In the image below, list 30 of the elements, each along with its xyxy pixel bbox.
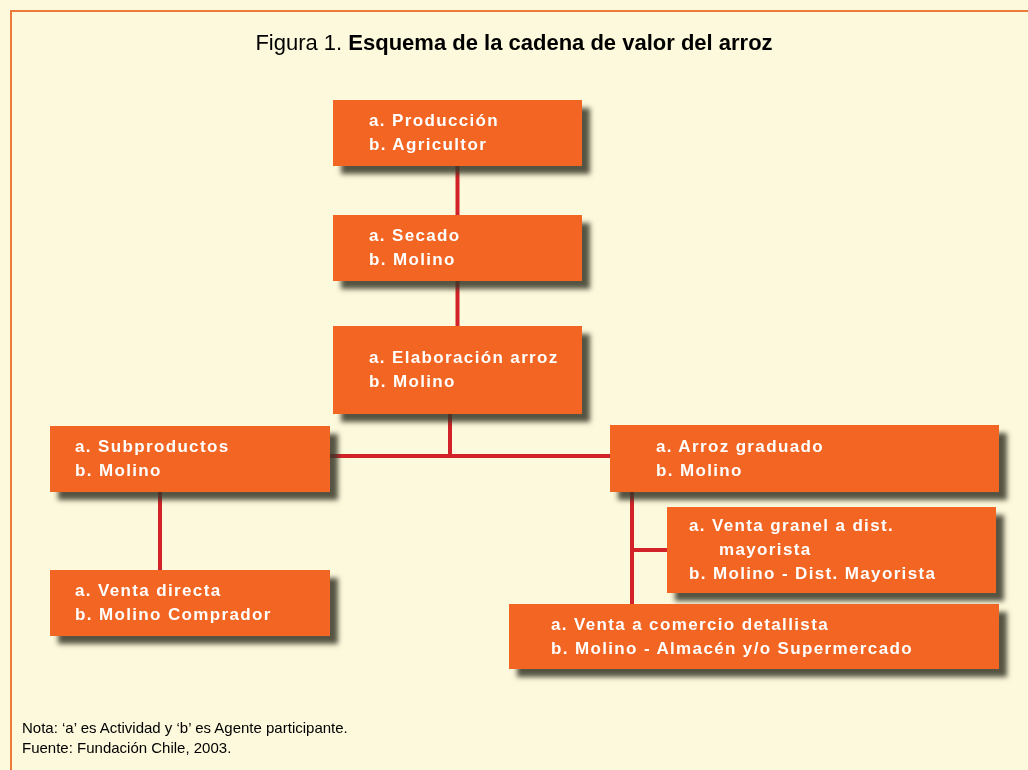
box-text: b. Molino xyxy=(75,460,163,482)
box-text: b. Agricultor xyxy=(369,134,489,156)
box-text: b. Molino - Almacén y/o Supermercado xyxy=(551,637,914,660)
box-text: a. Venta directa xyxy=(75,580,223,602)
box-text: a. Elaboración arroz xyxy=(369,347,560,369)
box-text: b. Molino xyxy=(656,459,744,482)
connector-line xyxy=(158,492,162,570)
activity-box xyxy=(333,100,582,166)
activity-box xyxy=(333,326,582,414)
box-text: a. Subproductos xyxy=(75,436,231,458)
box-text: a. Venta a comercio detallista xyxy=(551,613,830,636)
activity-box xyxy=(333,215,582,281)
activity-box xyxy=(610,425,999,492)
activity-box xyxy=(667,507,996,593)
box-text: b. Molino - Dist. Mayorista xyxy=(689,563,938,585)
box-text: a. Secado xyxy=(369,225,462,247)
box-text: b. Molino xyxy=(369,371,457,393)
box-text: a. Producción xyxy=(369,110,501,132)
connector-line xyxy=(455,166,460,215)
box-text: a. Arroz graduado xyxy=(656,435,825,458)
connector-line xyxy=(448,414,610,458)
activity-box xyxy=(50,426,330,492)
note-text: Fuente: Fundación Chile, 2003. xyxy=(22,738,233,758)
connector-line xyxy=(455,281,460,326)
box-text: b. Molino xyxy=(369,249,457,271)
activity-box xyxy=(509,604,999,669)
box-text: b. Molino Comprador xyxy=(75,604,273,626)
figure-title: Figura 1. Esquema de la cadena de valor del arroz xyxy=(255,30,773,55)
activity-box xyxy=(50,570,330,636)
note-text: Nota: ‘a’ es Actividad y ‘b’ es Agente participante. xyxy=(22,718,348,738)
